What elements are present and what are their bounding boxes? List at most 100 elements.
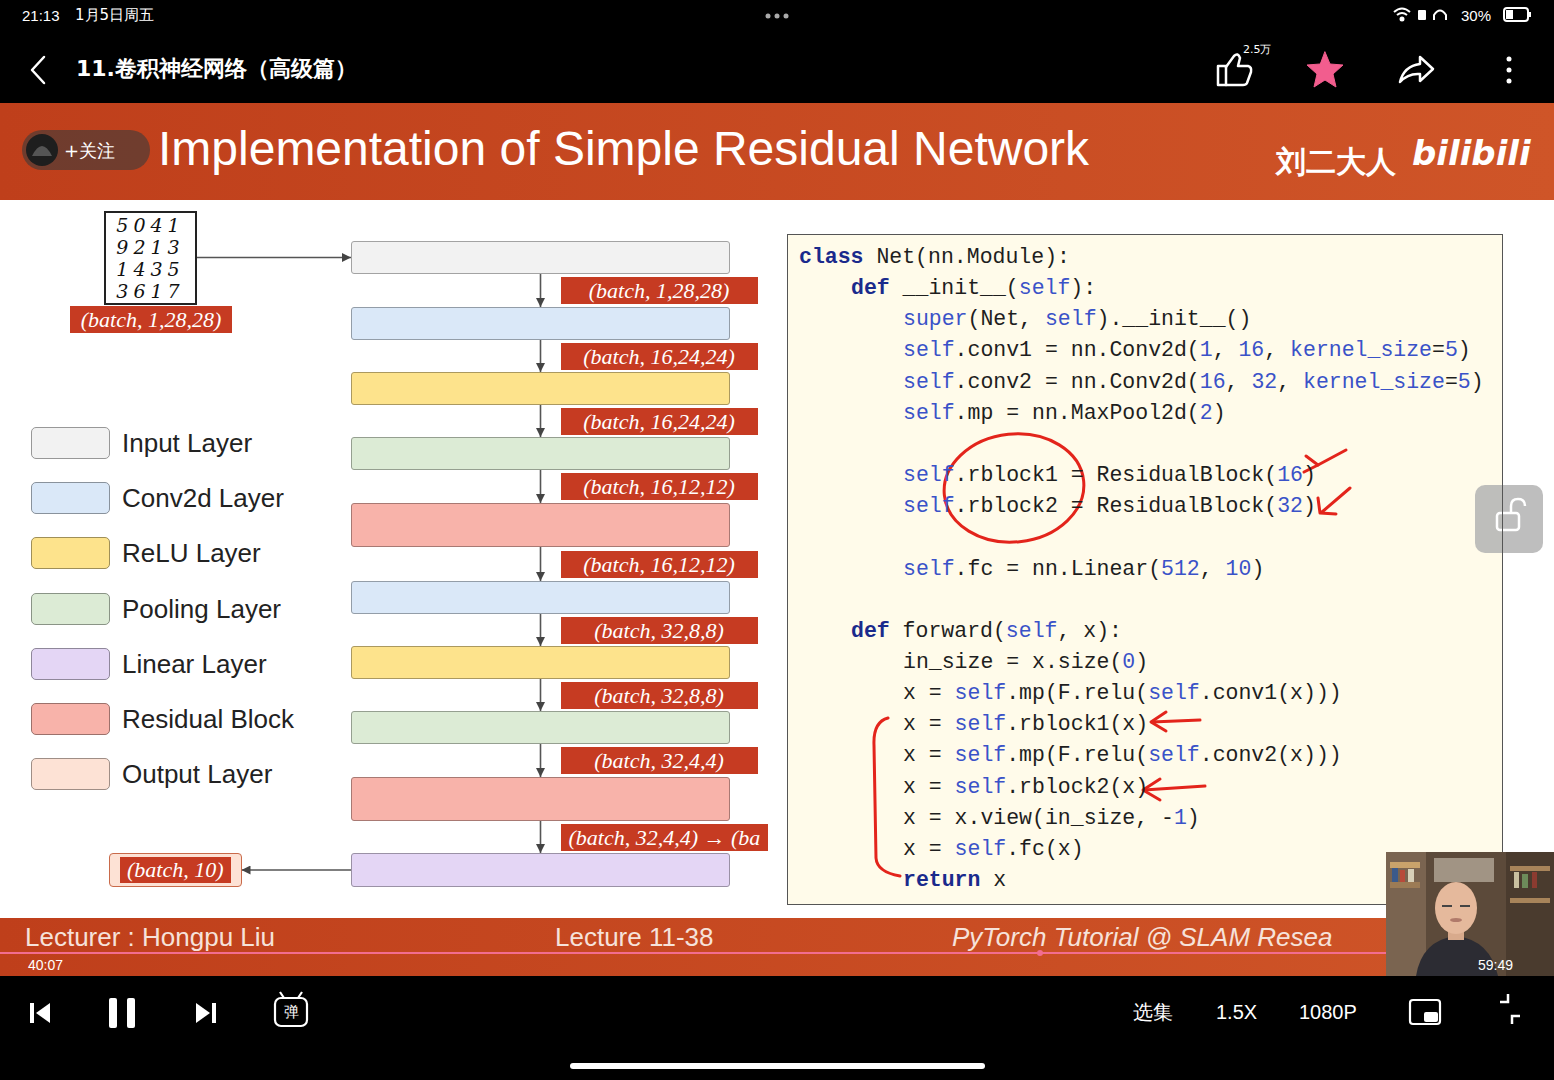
code-token: 5 — [1458, 370, 1471, 394]
code-token: ): — [1070, 276, 1096, 300]
code-line: x = self.mp(F.relu(self.conv1(x))) — [903, 678, 1342, 708]
code-token: ) — [1135, 650, 1148, 674]
code-token: .conv2 = nn.Conv2d( — [955, 370, 1200, 394]
author-name: 刘二大人 — [1276, 143, 1396, 181]
flow-arrow — [540, 744, 542, 777]
flow-arrow — [197, 257, 351, 259]
code-token: self — [955, 837, 1007, 861]
handwritten-annotations-part — [1318, 450, 1346, 465]
handwritten-digits: 9213 — [106, 236, 195, 258]
legend-swatch — [31, 537, 110, 569]
follow-overlay — [22, 130, 150, 170]
code-line: x = self.rblock2(x) — [903, 772, 1148, 802]
header-icons-part — [1507, 79, 1512, 84]
code-token: 32 — [1277, 494, 1303, 518]
relu-layer-box — [351, 646, 730, 679]
legend-text: Conv2d Layer — [122, 480, 284, 516]
status-icons-part — [775, 14, 780, 19]
tensor-shape-tag: (batch, 16,12,12) — [561, 551, 758, 578]
code-token: .mp(F.relu( — [1006, 743, 1148, 767]
code-token: Net(nn.Module): — [864, 245, 1070, 269]
code-token: 512 — [1161, 557, 1200, 581]
code-token: , — [1264, 338, 1290, 362]
handwritten-annotations — [874, 427, 1350, 876]
lecturer-webcam-part — [1510, 898, 1550, 903]
handwritten-annotations-part — [939, 427, 1090, 549]
quality-button: 1080P — [1299, 1000, 1357, 1025]
code-token: , x): — [1057, 619, 1122, 643]
lecturer-webcam-part — [1400, 870, 1405, 882]
code-token: 5 — [1445, 338, 1458, 362]
code-token: 1 — [1174, 806, 1187, 830]
header-icons-part — [1400, 57, 1433, 82]
header-icons-part — [1507, 68, 1512, 73]
input-layer-box — [351, 241, 730, 274]
code-token: x = — [903, 712, 955, 736]
lock-button — [1475, 485, 1543, 553]
code-line: return x — [903, 865, 1006, 895]
residual-block-box — [351, 777, 730, 821]
lecturer-webcam-part — [1434, 858, 1494, 882]
lock-button-part — [1475, 485, 1543, 553]
legend-text: Linear Layer — [122, 646, 267, 682]
player-controls-part — [1500, 994, 1520, 1024]
legend-text: Pooling Layer — [122, 591, 281, 627]
status-icons-part — [1504, 8, 1528, 21]
player-controls-part — [275, 998, 307, 1026]
code-token: x = — [903, 743, 955, 767]
progress-bar — [0, 952, 1400, 954]
code-panel: class Net(nn.Module):def __init__(self):… — [787, 234, 1503, 905]
slide-ground — [0, 103, 1554, 918]
code-token: class — [799, 245, 864, 269]
legend-text: ReLU Layer — [122, 535, 261, 571]
status-date: 1月5日周五 — [75, 6, 154, 25]
code-panel-ground — [787, 234, 1503, 905]
header-icons-part — [1307, 52, 1343, 87]
lecturer-webcam-part — [1408, 869, 1414, 882]
code-token: return — [903, 868, 980, 892]
status-icons-part — [1529, 12, 1531, 17]
code-token: kernel_size — [1303, 370, 1445, 394]
code-token: .rblock1 = ResidualBlock( — [955, 463, 1278, 487]
status-icons-part — [1434, 11, 1446, 21]
code-token: = — [1432, 338, 1445, 362]
code-line: super(Net, self).__init__() — [903, 304, 1251, 334]
code-token: self — [1045, 307, 1097, 331]
code-token: self — [1006, 619, 1058, 643]
code-token: x = — [903, 837, 955, 861]
status-icons-part — [766, 14, 771, 19]
code-token: 16 — [1238, 338, 1264, 362]
code-token: self — [1019, 276, 1071, 300]
code-token: .fc = nn.Linear( — [955, 557, 1161, 581]
code-line: def forward(self, x): — [851, 616, 1122, 646]
tensor-shape-tag: (batch, 32,4,4) → (ba — [561, 824, 769, 851]
code-token: 16 — [1277, 463, 1303, 487]
flow-arrow — [540, 614, 542, 646]
code-token: self — [955, 681, 1007, 705]
shape-tag: (batch, 1,28,28) — [70, 306, 232, 333]
code-token: (Net, — [968, 307, 1045, 331]
lecturer-webcam-part — [1386, 852, 1426, 976]
code-token: self — [955, 743, 1007, 767]
status-icons — [766, 8, 1532, 21]
legend-swatch — [31, 648, 110, 680]
total-time: 59:49 — [1478, 956, 1513, 974]
lecturer-webcam-part — [1514, 872, 1519, 888]
code-token: self — [903, 370, 955, 394]
code-token: self — [903, 338, 955, 362]
code-token: , — [1277, 370, 1303, 394]
legend-swatch — [31, 758, 110, 790]
code-line: self.conv1 = nn.Conv2d(1, 16, kernel_siz… — [903, 335, 1471, 365]
code-token: def — [851, 276, 890, 300]
code-token: 10 — [1226, 557, 1252, 581]
legend-text: Input Layer — [122, 425, 252, 461]
code-token: self — [955, 712, 1007, 736]
footer-band — [0, 918, 1554, 976]
tensor-shape-tag: (batch, 32,8,8) — [561, 617, 758, 644]
code-token: super — [903, 307, 968, 331]
handwritten-digits: 3617 — [106, 280, 195, 302]
code-token: 16 — [1200, 370, 1226, 394]
follow-overlay-part — [26, 134, 58, 166]
handwritten-annotations-part — [1318, 498, 1336, 514]
footer-course: PyTorch Tutorial @ SLAM Resea — [952, 921, 1332, 954]
